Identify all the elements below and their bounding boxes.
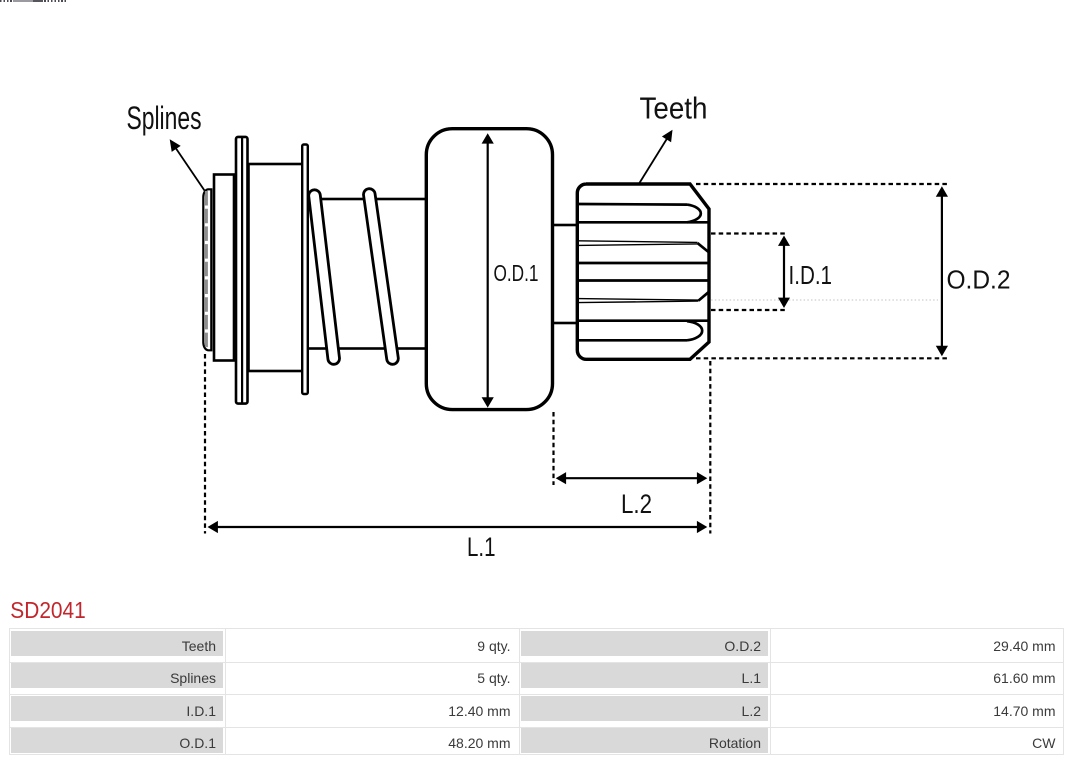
- svg-text:L.2: L.2: [621, 489, 652, 519]
- svg-text:SD2041: SD2041: [10, 597, 86, 623]
- svg-text:O.D.1: O.D.1: [494, 260, 539, 286]
- svg-text:I.D.1: I.D.1: [789, 260, 833, 290]
- svg-text:Splines: Splines: [127, 100, 202, 136]
- svg-text:O.D.2: O.D.2: [947, 265, 1011, 295]
- svg-text:Teeth: Teeth: [640, 90, 708, 125]
- svg-text:L.1: L.1: [467, 532, 496, 562]
